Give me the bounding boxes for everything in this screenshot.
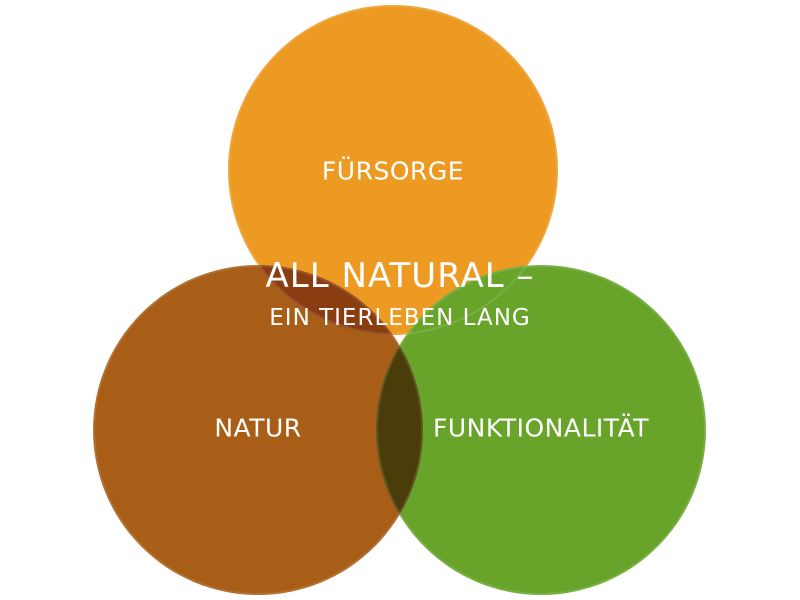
circle-fuersorge bbox=[228, 5, 558, 335]
diagram-title-line-1: ALL NATURAL – bbox=[265, 256, 535, 296]
label-funktionalitaet: FUNKTIONALITÄT bbox=[432, 413, 650, 443]
label-natur: NATUR bbox=[214, 413, 302, 443]
circle-natur bbox=[93, 265, 423, 595]
label-fuersorge: FÜRSORGE bbox=[321, 156, 465, 186]
circle-funktionalitaet bbox=[376, 265, 706, 595]
diagram-title-line-2: EIN TIERLEBEN LANG bbox=[269, 305, 531, 331]
circle-rough-edges bbox=[93, 5, 706, 595]
